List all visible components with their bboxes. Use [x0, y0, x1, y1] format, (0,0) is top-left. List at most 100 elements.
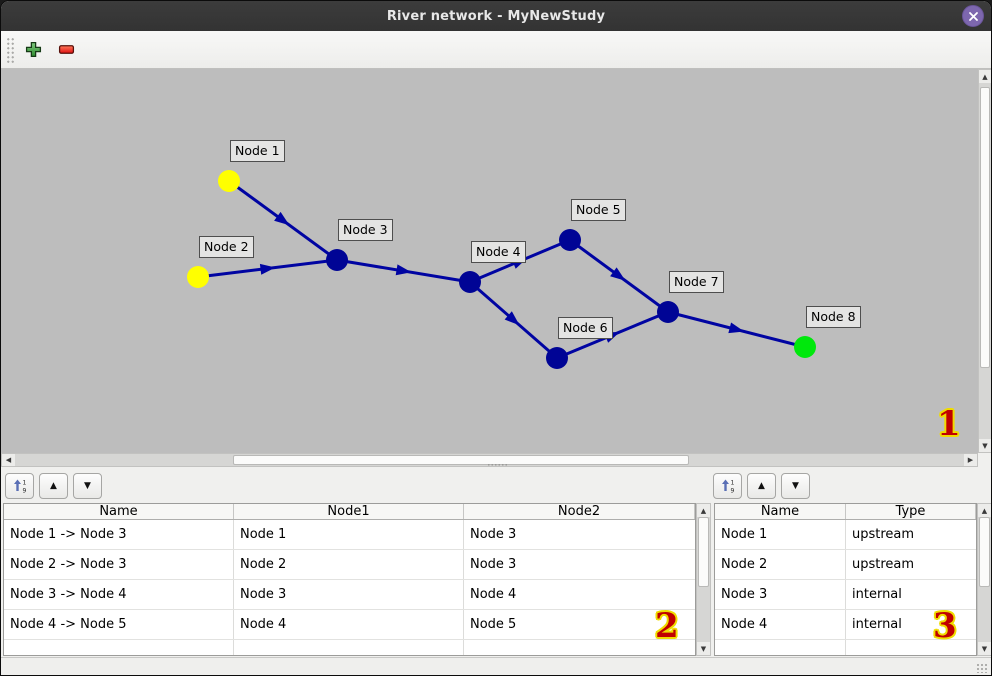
up-triangle-icon: ▲	[758, 481, 765, 491]
move-edge-up-button[interactable]: ▲	[39, 473, 68, 499]
scroll-left-arrow-icon[interactable]: ◀	[2, 454, 15, 466]
table-cell[interactable]: Node 3	[715, 580, 846, 609]
node-label: Node 3	[338, 219, 393, 241]
toolbar-drag-handle[interactable]	[6, 36, 15, 63]
table-cell[interactable]: internal	[852, 587, 902, 602]
network-node[interactable]	[559, 229, 581, 251]
panel-splitter-handle[interactable]	[487, 463, 509, 468]
edges-scroll-track[interactable]	[697, 517, 710, 642]
table-cell[interactable]	[715, 640, 846, 655]
table-cell[interactable]	[846, 640, 976, 655]
table-cell[interactable]: upstream	[852, 557, 915, 572]
column-header[interactable]: Name	[4, 504, 234, 519]
table-cell[interactable]: Node 3	[234, 580, 464, 609]
down-triangle-icon: ▼	[792, 481, 799, 491]
move-edge-down-button[interactable]: ▼	[73, 473, 102, 499]
move-node-up-button[interactable]: ▲	[747, 473, 776, 499]
network-node[interactable]	[218, 170, 240, 192]
network-node[interactable]	[546, 347, 568, 369]
table-cell[interactable]	[234, 640, 464, 655]
table-cell[interactable]: Node 3	[470, 527, 517, 542]
scroll-up-arrow-icon[interactable]: ▲	[979, 70, 991, 83]
scroll-up-arrow-icon[interactable]: ▲	[978, 504, 991, 517]
table-row[interactable]: Node 2 upstream	[715, 550, 976, 580]
scroll-down-arrow-icon[interactable]: ▼	[978, 642, 991, 655]
nodes-scroll-track[interactable]	[978, 517, 991, 642]
edge-arrow-icon	[395, 264, 412, 276]
table-cell[interactable]: Node 4	[470, 587, 517, 602]
edges-table-header: Name Node1 Node2	[4, 504, 695, 520]
edge-arrow-icon	[610, 267, 626, 281]
table-cell[interactable]: Node 2	[234, 550, 464, 579]
remove-node-button[interactable]	[57, 41, 75, 59]
node-label: Node 6	[558, 317, 613, 339]
table-cell[interactable]	[464, 640, 695, 655]
table-cell[interactable]: Node 3	[470, 557, 517, 572]
title-bar[interactable]: River network - MyNewStudy	[1, 1, 991, 31]
table-cell[interactable]: Node 5	[470, 617, 517, 632]
table-cell[interactable]: upstream	[852, 527, 915, 542]
scroll-down-arrow-icon[interactable]: ▼	[979, 439, 991, 452]
table-row[interactable]	[4, 640, 695, 655]
canvas-vertical-scrollbar[interactable]: ▲ ▼	[978, 69, 991, 453]
table-row[interactable]: Node 4 internal	[715, 610, 976, 640]
edges-table-scrollbar[interactable]: ▲ ▼	[696, 503, 711, 656]
node-label: Node 5	[571, 199, 626, 221]
minus-icon	[58, 45, 74, 54]
table-row[interactable]: Node 1 upstream	[715, 520, 976, 550]
canvas-hscroll-track[interactable]	[15, 454, 964, 466]
canvas-vscroll-thumb[interactable]	[980, 86, 990, 368]
nodes-table-header: Name Type	[715, 504, 976, 520]
edge-arrow-icon	[274, 211, 290, 226]
scroll-up-arrow-icon[interactable]: ▲	[697, 504, 710, 517]
table-cell[interactable]: Node 1 -> Node 3	[4, 520, 234, 549]
table-cell[interactable]: Node 2 -> Node 3	[4, 550, 234, 579]
canvas-hscroll-thumb[interactable]	[233, 455, 689, 465]
network-node[interactable]	[459, 271, 481, 293]
move-node-down-button[interactable]: ▼	[781, 473, 810, 499]
column-header[interactable]: Node1	[234, 504, 464, 519]
column-header[interactable]: Node2	[464, 504, 695, 519]
window-resize-grip[interactable]	[976, 663, 988, 673]
table-cell[interactable]: Node 3 -> Node 4	[4, 580, 234, 609]
table-cell[interactable]: Node 4 -> Node 5	[4, 610, 234, 639]
column-header[interactable]: Name	[715, 504, 846, 519]
column-header[interactable]: Type	[846, 504, 976, 519]
add-node-button[interactable]	[24, 41, 42, 59]
table-cell[interactable]: Node 4	[715, 610, 846, 639]
nodes-table-scrollbar[interactable]: ▲ ▼	[977, 503, 991, 656]
network-node[interactable]	[657, 301, 679, 323]
window-title: River network - MyNewStudy	[386, 8, 606, 24]
table-cell[interactable]: Node 2	[715, 550, 846, 579]
table-cell[interactable]	[4, 640, 234, 655]
table-row[interactable]	[715, 640, 976, 655]
sort-edges-button[interactable]: 1 9	[5, 473, 34, 499]
sort-nodes-button[interactable]: 1 9	[713, 473, 742, 499]
down-triangle-icon: ▼	[84, 481, 91, 491]
network-node[interactable]	[326, 249, 348, 271]
table-cell[interactable]: internal	[852, 617, 902, 632]
canvas-vscroll-track[interactable]	[979, 83, 991, 439]
table-cell[interactable]: Node 1	[715, 520, 846, 549]
nodes-scroll-thumb[interactable]	[979, 517, 990, 587]
network-node[interactable]	[187, 266, 209, 288]
scroll-right-arrow-icon[interactable]: ▶	[964, 454, 977, 466]
network-node[interactable]	[794, 336, 816, 358]
node-label: Node 1	[230, 140, 285, 162]
table-cell[interactable]: Node 1	[234, 520, 464, 549]
close-button[interactable]	[962, 5, 984, 27]
table-cell[interactable]: Node 4	[234, 610, 464, 639]
scroll-down-arrow-icon[interactable]: ▼	[697, 642, 710, 655]
edges-scroll-thumb[interactable]	[698, 517, 709, 587]
table-row[interactable]: Node 3 internal	[715, 580, 976, 610]
canvas-horizontal-scrollbar[interactable]: ◀ ▶	[1, 453, 978, 467]
